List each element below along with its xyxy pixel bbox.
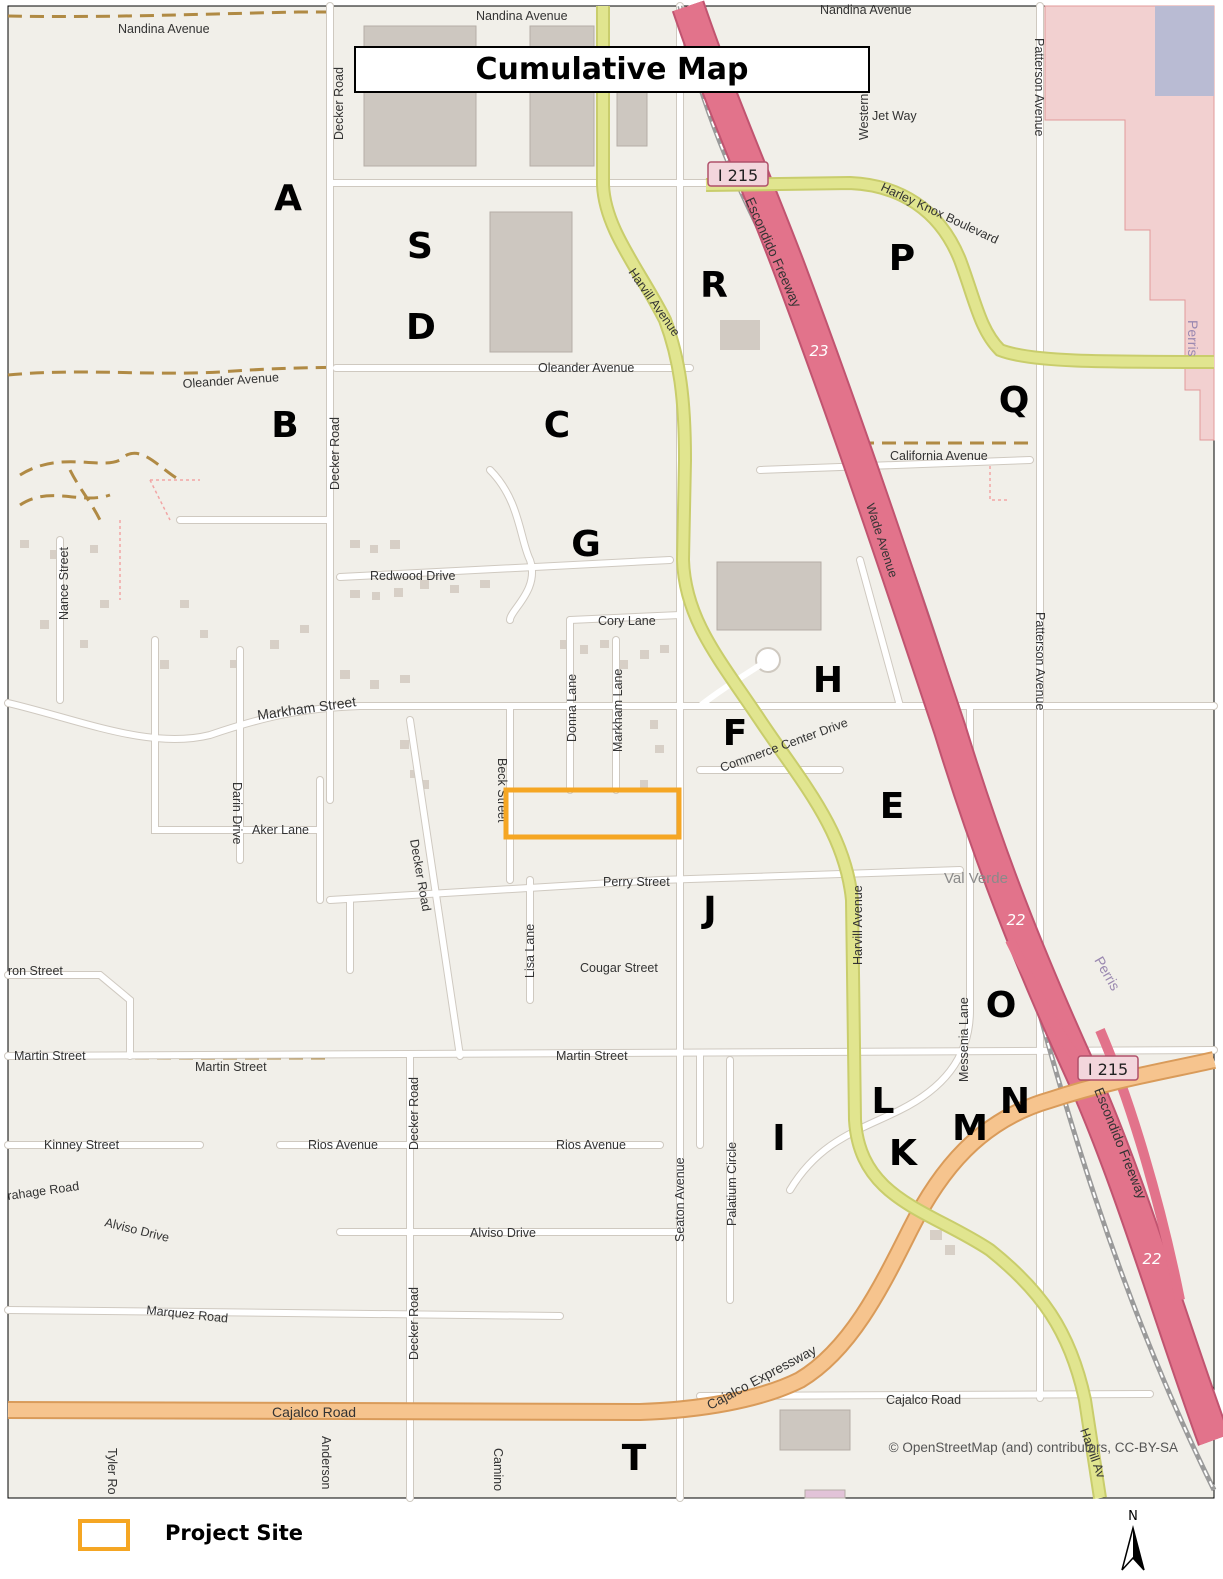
label-donna: Donna Lane <box>565 674 579 742</box>
label-martin-3: Martin Street <box>556 1049 628 1063</box>
marker-a: A <box>274 178 302 219</box>
label-martin-2: Martin Street <box>195 1060 267 1074</box>
label-anderson: Anderson <box>319 1436 333 1490</box>
marker-k: K <box>889 1133 918 1174</box>
label-oleander-1: Oleander Avenue <box>182 370 279 391</box>
marker-h: H <box>813 660 843 701</box>
shield-i215-south: I 215 <box>1088 1060 1128 1079</box>
label-palatium: Palatium Circle <box>725 1142 739 1226</box>
label-rios-1: Rios Avenue <box>308 1138 378 1152</box>
marker-q: Q <box>999 380 1030 421</box>
marker-f: F <box>723 713 748 754</box>
label-patterson-1: Patterson Avenue <box>1032 38 1046 137</box>
label-cougar: Cougar Street <box>580 961 658 975</box>
label-jet-way: Jet Way <box>872 109 917 123</box>
marker-e: E <box>880 786 905 827</box>
label-perry: Perry Street <box>603 875 670 889</box>
label-cajalco-2: Cajalco Road <box>886 1393 961 1407</box>
label-darin: Darin Drive <box>230 782 244 845</box>
marker-i: I <box>772 1118 785 1159</box>
label-camino: Camino <box>491 1448 505 1491</box>
north-label: N <box>1128 1509 1138 1524</box>
label-ron: ron Street <box>8 964 63 978</box>
shield-i215-north: I 215 <box>718 166 758 185</box>
label-redwood: Redwood Drive <box>370 569 456 583</box>
expressway <box>7 1051 1216 1422</box>
marker-m: M <box>952 1108 988 1149</box>
label-decker-5: Decker Road <box>407 1287 421 1360</box>
industrial-area <box>1044 5 1215 441</box>
map-background <box>7 5 1215 1499</box>
label-lisa: Lisa Lane <box>523 924 537 978</box>
project-site-legend-swatch <box>78 1519 130 1551</box>
label-california: California Avenue <box>890 449 988 463</box>
label-rios-2: Rios Avenue <box>556 1138 626 1152</box>
marker-o: O <box>986 985 1017 1026</box>
site-markers: A S D B C G R P Q H F E J O N L M K I T <box>271 178 1030 1479</box>
label-markham-lane: Markham Lane <box>611 669 625 752</box>
marker-r: R <box>700 265 728 306</box>
label-nandina-3: Nandina Avenue <box>820 3 912 17</box>
trunk-roads <box>596 6 1215 1500</box>
houses <box>20 320 955 1255</box>
label-decker-1: Decker Road <box>332 67 346 140</box>
shield-22-south: 22 <box>1142 1250 1161 1268</box>
label-messenia: Messenia Lane <box>957 997 971 1082</box>
marker-n: N <box>1000 1081 1030 1122</box>
label-decker-2: Decker Road <box>328 417 342 490</box>
marker-l: L <box>872 1081 895 1122</box>
label-perris-1: Perris <box>1185 320 1201 357</box>
shields: I 215 I 215 23 22 22 <box>707 161 1162 1268</box>
shield-23: 23 <box>809 342 828 360</box>
marker-p: P <box>889 238 915 279</box>
marker-t: T <box>622 1438 647 1479</box>
label-cory: Cory Lane <box>598 614 656 628</box>
label-western: Western <box>857 94 871 140</box>
marker-b: B <box>271 405 298 446</box>
boundary-thin <box>119 460 1010 600</box>
marker-d: D <box>406 307 436 348</box>
label-patterson-2: Patterson Avenue <box>1033 612 1047 711</box>
marker-g: G <box>571 524 601 565</box>
label-cajalco-1: Cajalco Road <box>272 1404 356 1420</box>
attribution: © OpenStreetMap (and) contributors, CC-B… <box>889 1440 1178 1455</box>
project-site-outline <box>503 787 682 840</box>
label-kinney: Kinney Street <box>44 1138 120 1152</box>
north-arrow-icon: N <box>1121 1509 1145 1571</box>
label-val-verde: Val Verde <box>944 870 1008 887</box>
label-nance: Nance Street <box>57 547 71 620</box>
label-nandina-2: Nandina Avenue <box>476 9 568 23</box>
map-title: Cumulative Map <box>354 46 870 93</box>
label-harvill-2: Harvill Avenue <box>851 885 865 965</box>
label-decker-4: Decker Road <box>407 1077 421 1150</box>
label-martin-1: Martin Street <box>14 1049 86 1063</box>
legend-label: Project Site <box>165 1521 304 1545</box>
shield-22-north: 22 <box>1006 911 1025 929</box>
label-alviso-2: Alviso Drive <box>470 1226 536 1240</box>
marker-s: S <box>407 226 433 267</box>
marker-c: C <box>544 405 570 446</box>
label-tyler: Tyler Ro <box>105 1448 119 1495</box>
marker-j: J <box>700 890 716 931</box>
label-seaton: Seaton Avenue <box>673 1157 687 1242</box>
label-oleander-2: Oleander Avenue <box>538 361 634 375</box>
label-aker: Aker Lane <box>252 823 309 837</box>
label-nandina-1: Nandina Avenue <box>118 22 210 36</box>
